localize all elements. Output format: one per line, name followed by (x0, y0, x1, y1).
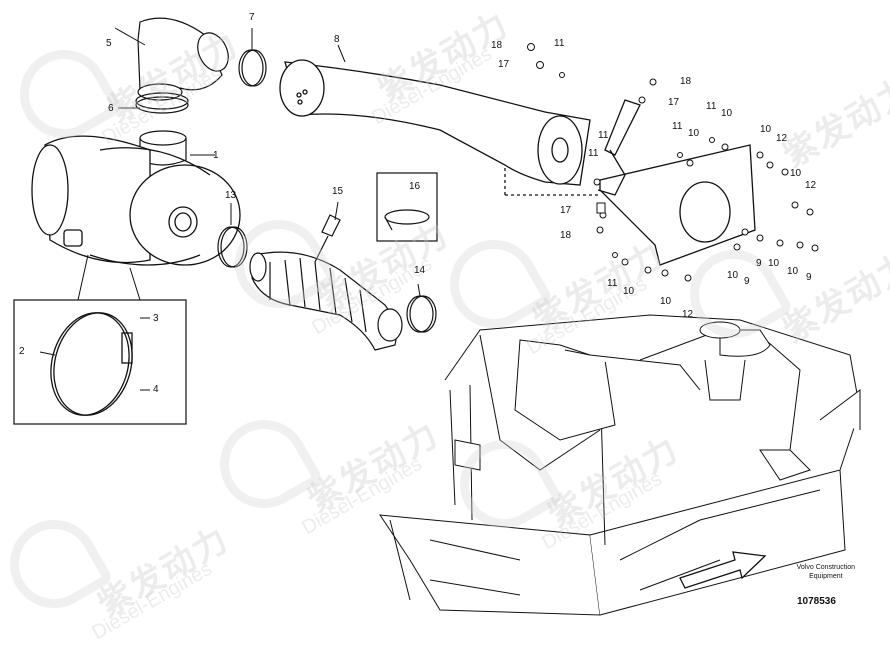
callout-17: 17 (560, 205, 572, 216)
callout-1: 1 (213, 150, 219, 161)
clamp-7 (238, 49, 267, 87)
callout-10: 10 (727, 270, 739, 281)
callout-11: 11 (607, 278, 618, 289)
mounting-bracket (597, 99, 756, 266)
callout-17: 17 (498, 59, 510, 70)
callout-10: 10 (768, 258, 780, 269)
callout-4: 4 (153, 384, 159, 395)
machine-frame (379, 314, 861, 616)
callout-10: 10 (721, 108, 733, 119)
callout-17: 17 (668, 97, 680, 108)
elbow-part (137, 17, 229, 101)
callout-9: 9 (744, 276, 750, 287)
callout-11: 11 (588, 148, 599, 159)
leader-lines (39, 27, 421, 391)
callout-6: 6 (108, 103, 114, 114)
clamp-6 (135, 92, 189, 114)
callout-2: 2 (19, 346, 25, 357)
callout-13: 13 (225, 190, 237, 201)
callout-10: 10 (787, 266, 799, 277)
cable-tie-16 (384, 209, 430, 231)
callout-11: 11 (598, 130, 609, 141)
document-id: 1078536 (797, 596, 836, 607)
inset-box-16 (376, 172, 438, 242)
fasteners (527, 43, 819, 282)
callout-12: 12 (682, 309, 694, 320)
callout-10: 10 (623, 286, 635, 297)
callout-18: 18 (491, 40, 503, 51)
flex-hose (249, 251, 403, 351)
callout-12: 12 (776, 133, 788, 144)
connector-pipe (139, 130, 187, 166)
callout-10: 10 (688, 128, 700, 139)
callout-11: 11 (672, 121, 683, 132)
maker-line-2: Equipment (809, 573, 843, 580)
callout-10: 10 (760, 124, 772, 135)
clamp-13 (217, 226, 248, 268)
maker-label: Volvo Construction Equipment (797, 563, 855, 581)
callout-10: 10 (660, 296, 672, 307)
callout-18: 18 (560, 230, 572, 241)
callout-18: 18 (680, 76, 692, 87)
callout-5: 5 (106, 38, 112, 49)
callout-12: 12 (805, 180, 817, 191)
callout-15: 15 (332, 186, 344, 197)
sensor-15 (314, 214, 341, 263)
maker-line-1: Volvo Construction (796, 564, 855, 571)
callout-11: 11 (706, 101, 717, 112)
direction-arrow (679, 551, 767, 589)
clamp-14 (406, 295, 437, 333)
callout-10: 10 (790, 168, 802, 179)
callout-9: 9 (756, 258, 762, 269)
inset-box-clamp (13, 299, 187, 425)
callout-9: 9 (806, 272, 812, 283)
air-filter-housing (31, 135, 241, 266)
parts-diagram (13, 17, 861, 616)
callout-16: 16 (409, 181, 421, 192)
clamp-ring-2 (50, 312, 133, 416)
callout-11: 11 (554, 38, 565, 49)
callout-3: 3 (153, 313, 159, 324)
callout-8: 8 (334, 34, 340, 45)
callout-14: 14 (414, 265, 426, 276)
callout-7: 7 (249, 12, 255, 23)
intake-pipe (279, 59, 600, 196)
